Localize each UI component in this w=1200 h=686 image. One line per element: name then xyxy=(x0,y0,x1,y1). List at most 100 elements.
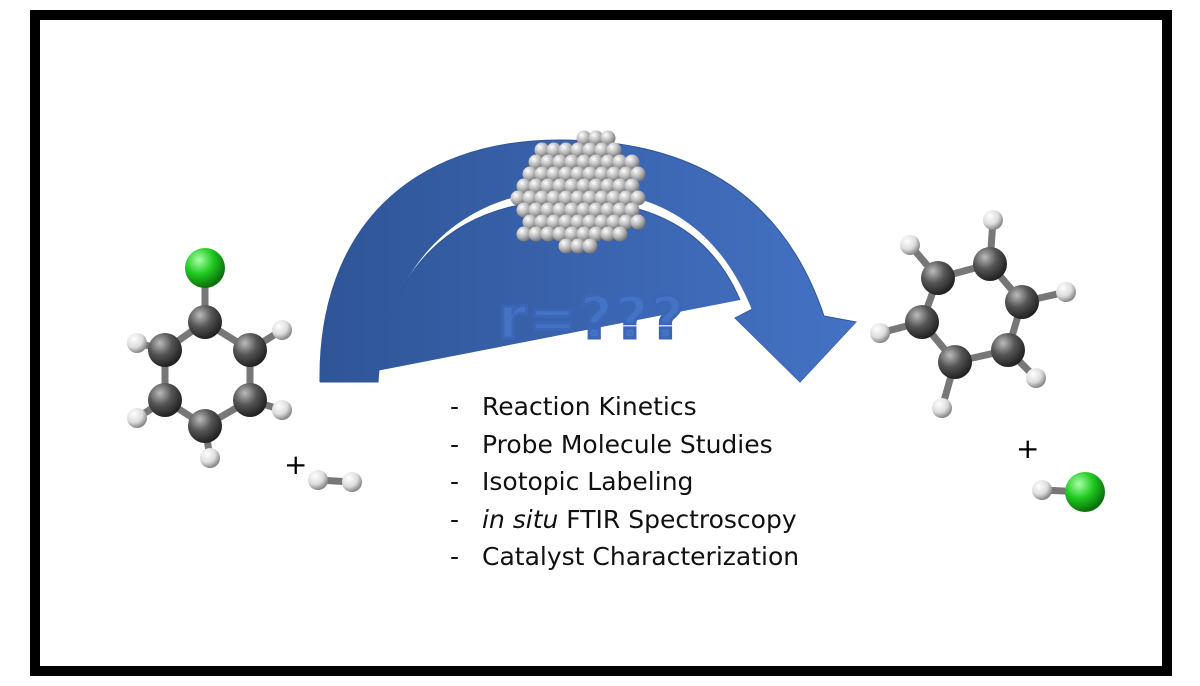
catalyst-atom xyxy=(570,142,586,158)
catalyst-atom xyxy=(606,214,622,230)
catalyst-atom xyxy=(558,166,574,182)
chlorobenzene-hydrogen-atom xyxy=(200,448,220,468)
technique-item: -Isotopic Labeling xyxy=(450,467,694,496)
catalyst-atom xyxy=(522,214,538,230)
catalyst-atom xyxy=(552,154,568,170)
catalyst-atom xyxy=(624,202,640,218)
benzene-hydrogen-atom xyxy=(1026,368,1046,388)
catalyst-atom xyxy=(576,154,592,170)
benzene-carbon-atom xyxy=(938,345,972,379)
hydrogen-hydrogen-atom xyxy=(342,472,362,492)
catalyst-atom xyxy=(624,154,640,170)
catalyst-atom xyxy=(516,178,532,194)
catalyst-atom xyxy=(540,202,556,218)
catalyst-atom xyxy=(558,238,574,254)
catalyst-atom xyxy=(528,178,544,194)
catalyst-atom xyxy=(630,166,646,182)
chlorobenzene-carbon-atom xyxy=(233,383,267,417)
catalyst-atom xyxy=(594,214,610,230)
catalyst-atom xyxy=(588,178,604,194)
catalyst-atom xyxy=(606,166,622,182)
catalyst-atom xyxy=(612,154,628,170)
catalyst-atom xyxy=(564,154,580,170)
catalyst-nanoparticle xyxy=(510,130,646,254)
catalyst-atom xyxy=(600,178,616,194)
chlorobenzene-hydrogen-atom xyxy=(127,333,147,353)
benzene-carbon-atom xyxy=(921,261,955,295)
chlorobenzene-hydrogen-atom xyxy=(127,408,147,428)
catalyst-atom xyxy=(624,178,640,194)
benzene-carbon-atom xyxy=(973,247,1007,281)
catalyst-atom xyxy=(564,202,580,218)
catalyst-atom xyxy=(576,178,592,194)
diagram-frame xyxy=(30,10,1172,676)
catalyst-atom xyxy=(576,226,592,242)
catalyst-atom xyxy=(516,202,532,218)
catalyst-atom xyxy=(564,178,580,194)
technique-list: -Reaction Kinetics -Probe Molecule Studi… xyxy=(450,388,799,576)
catalyst-atom xyxy=(510,190,526,206)
hcl-hydrogen-atom xyxy=(1032,480,1052,500)
catalyst-atom xyxy=(594,166,610,182)
catalyst-atom xyxy=(534,166,550,182)
catalyst-atom xyxy=(588,154,604,170)
catalyst-atom xyxy=(588,130,604,146)
catalyst-atom xyxy=(582,214,598,230)
catalyst-atom xyxy=(570,238,586,254)
plus-sign: + xyxy=(1016,432,1040,465)
catalyst-atom xyxy=(612,178,628,194)
catalyst-atom xyxy=(582,166,598,182)
catalyst-atom xyxy=(546,214,562,230)
catalyst-atom xyxy=(600,130,616,146)
catalyst-atom xyxy=(558,214,574,230)
catalyst-atom xyxy=(594,142,610,158)
catalyst-atom xyxy=(564,226,580,242)
chlorobenzene-carbon-atom xyxy=(148,383,182,417)
catalyst-atom xyxy=(528,154,544,170)
chlorobenzene-hydrogen-atom xyxy=(272,400,292,420)
catalyst-atom xyxy=(552,178,568,194)
technique-item: -Reaction Kinetics xyxy=(450,392,697,421)
catalyst-atom xyxy=(540,178,556,194)
catalyst-atom xyxy=(582,142,598,158)
chlorobenzene-carbon-atom xyxy=(148,333,182,367)
catalyst-atom xyxy=(528,202,544,218)
catalyst-atom xyxy=(612,202,628,218)
catalyst-atom xyxy=(630,214,646,230)
benzene-hydrogen-atom xyxy=(1056,282,1076,302)
rate-label: r=??? xyxy=(496,283,687,354)
catalyst-atom xyxy=(540,154,556,170)
catalyst-atom xyxy=(576,130,592,146)
chlorobenzene-hydrogen-atom xyxy=(272,320,292,340)
catalyst-atom xyxy=(588,226,604,242)
benzene-hydrogen-atom xyxy=(870,323,890,343)
technique-item: -in situ FTIR Spectroscopy xyxy=(450,504,797,534)
catalyst-atom xyxy=(594,190,610,206)
hydrogen-hydrogen-atom xyxy=(308,470,328,490)
technique-item: -Probe Molecule Studies xyxy=(450,429,773,459)
catalyst-atom xyxy=(534,190,550,206)
catalyst-atom xyxy=(546,142,562,158)
catalyst-atom xyxy=(612,226,628,242)
catalyst-atom xyxy=(528,226,544,242)
chlorobenzene-carbon-atom xyxy=(233,333,267,367)
catalyst-atom xyxy=(546,166,562,182)
chlorobenzene-carbon-atom xyxy=(188,305,222,339)
catalyst-atom xyxy=(618,190,634,206)
catalyst-atom xyxy=(630,190,646,206)
catalyst-atom xyxy=(600,202,616,218)
catalyst-atom xyxy=(570,166,586,182)
catalyst-atom xyxy=(576,202,592,218)
catalyst-atom xyxy=(552,202,568,218)
chlorobenzene-chlorine-atom xyxy=(185,248,225,288)
benzene-carbon-atom xyxy=(991,333,1025,367)
plus-sign: + xyxy=(284,448,308,481)
catalyst-atom xyxy=(618,166,634,182)
benzene-hydrogen-atom xyxy=(900,235,920,255)
catalyst-atom xyxy=(570,190,586,206)
benzene-carbon-atom xyxy=(1005,285,1039,319)
catalyst-atom xyxy=(558,190,574,206)
catalyst-atom xyxy=(522,190,538,206)
catalyst-atom xyxy=(582,238,598,254)
catalyst-atom xyxy=(606,190,622,206)
